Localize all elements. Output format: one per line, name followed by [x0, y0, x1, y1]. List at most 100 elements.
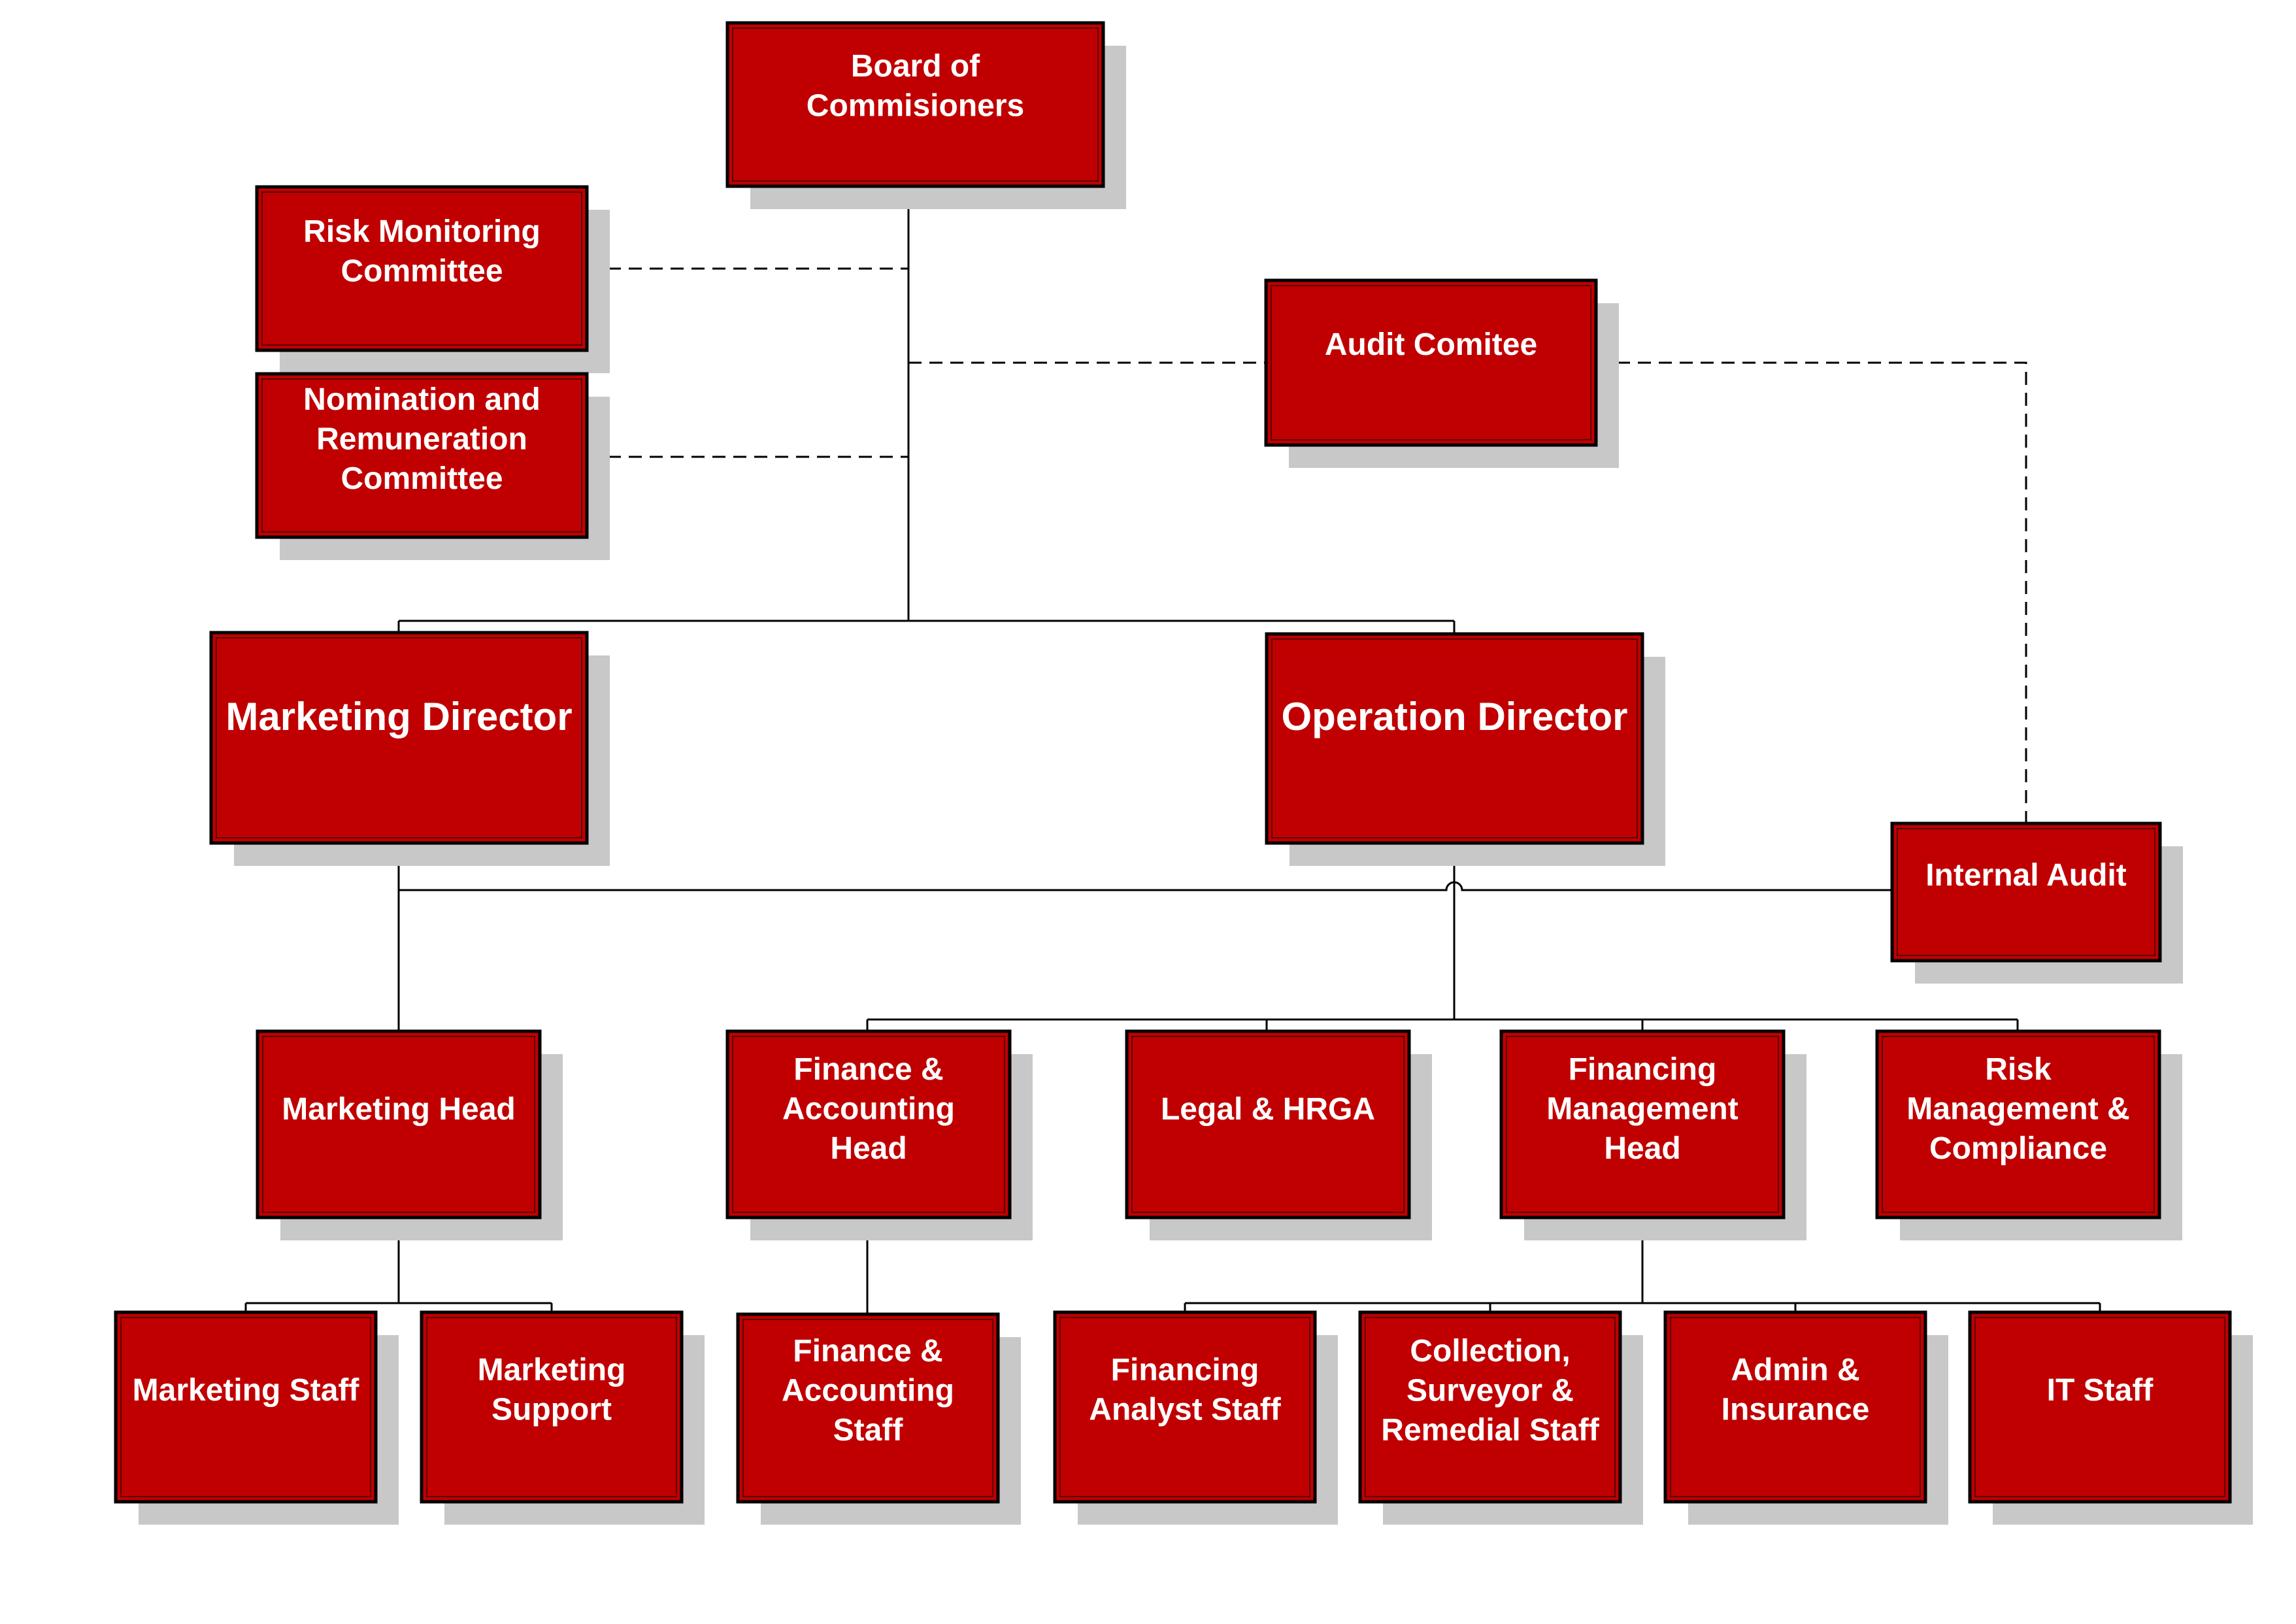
box-label-collection-staff: Collection, Surveyor & Remedial Staff — [1381, 1334, 1599, 1448]
box-rect — [1125, 1029, 1411, 1219]
box-label-line: Analyst Staff — [1089, 1392, 1281, 1427]
box-label-line: Nomination and — [303, 382, 541, 417]
box-label-line: IT Staff — [2047, 1373, 2154, 1408]
box-legal-hrga: Legal & HRGA — [1125, 1029, 1432, 1240]
box-label-line: Head — [1604, 1131, 1680, 1166]
box-collection-staff: Collection, Surveyor & Remedial Staff — [1358, 1310, 1643, 1525]
box-label-line: Remedial Staff — [1381, 1413, 1599, 1448]
box-rect — [1053, 1310, 1317, 1504]
box-inner-border — [261, 191, 582, 346]
box-label-line: Commisioners — [807, 88, 1024, 123]
box-label-line: Finance & — [793, 1052, 943, 1087]
box-label-marketing-head: Marketing Head — [282, 1092, 515, 1127]
box-label-line: Accounting — [782, 1091, 955, 1126]
box-rect — [1663, 1310, 1927, 1504]
box-operation-director: Operation Director — [1265, 632, 1665, 866]
box-rect — [725, 21, 1105, 188]
box-label-line: Finance & — [793, 1334, 942, 1368]
box-inner-border — [1271, 638, 1638, 838]
box-admin-insurance: Admin &Insurance — [1663, 1310, 1948, 1525]
box-inner-border — [1897, 828, 2155, 956]
box-label-line: Admin & — [1731, 1353, 1859, 1387]
box-rect — [1358, 1310, 1622, 1504]
box-label-line: Marketing — [478, 1353, 626, 1387]
box-label-line: Head — [830, 1131, 907, 1166]
box-label-internal-audit: Internal Audit — [1925, 858, 2127, 893]
box-rect — [1265, 632, 1644, 845]
box-marketing-director: Marketing Director — [209, 631, 610, 866]
box-inner-border — [1365, 1317, 1616, 1497]
box-label-line: Financing — [1111, 1353, 1259, 1387]
box-label-line: Marketing Staff — [133, 1373, 360, 1408]
box-inner-border — [1974, 1317, 2225, 1497]
box-label-admin-insurance: Admin &Insurance — [1722, 1353, 1870, 1427]
box-label-line: Committee — [341, 254, 503, 288]
box-label-line: Risk — [1985, 1052, 2052, 1087]
box-rect — [114, 1310, 378, 1504]
box-inner-border — [1131, 1036, 1405, 1213]
connector-heads-bar — [866, 1018, 2019, 1031]
box-label-line: Remuneration — [316, 422, 527, 456]
box-label-line: Board of — [851, 49, 980, 84]
box-inner-border — [426, 1317, 677, 1497]
box-it-staff: IT Staff — [1968, 1310, 2253, 1525]
box-audit-committee: Audit Comitee — [1264, 278, 1619, 468]
box-rect — [1875, 1029, 2161, 1219]
box-label-line: Support — [491, 1392, 612, 1427]
box-label-line: Compliance — [1929, 1131, 2107, 1166]
box-label-line: Risk Monitoring — [303, 214, 541, 249]
box-label-line: Legal & HRGA — [1161, 1092, 1375, 1127]
connector-marketing-staff — [244, 1218, 553, 1312]
box-label-line: Marketing Director — [225, 695, 572, 738]
box-label-line: Audit Comitee — [1325, 327, 1537, 362]
box-inner-border — [1882, 1036, 2155, 1213]
box-label-marketing-director: Marketing Director — [225, 695, 572, 738]
box-rect — [725, 1029, 1012, 1219]
box-inner-border — [1506, 1036, 1779, 1213]
box-label-audit-committee: Audit Comitee — [1325, 327, 1537, 362]
box-rect — [209, 631, 589, 845]
box-rect — [255, 185, 589, 352]
box-inner-border — [262, 1036, 535, 1213]
dashed-connector-lines — [587, 267, 2027, 823]
box-label-marketing-staff: Marketing Staff — [133, 1373, 360, 1408]
box-label-line: Surveyor & — [1406, 1373, 1574, 1408]
box-board: Board of Commisioners — [725, 21, 1126, 209]
dashed-audit-to-internal — [1596, 361, 2027, 823]
box-label-line: Committee — [341, 461, 503, 496]
box-label-line: Accounting — [782, 1373, 954, 1408]
box-rect — [1499, 1029, 1786, 1219]
box-inner-border — [742, 1319, 993, 1497]
box-inner-border — [261, 378, 582, 533]
box-marketing-staff: Marketing Staff — [114, 1310, 399, 1525]
box-inner-border — [216, 637, 582, 838]
box-rect — [1890, 821, 2162, 963]
box-label-line: Internal Audit — [1925, 858, 2127, 893]
box-inner-border — [1670, 1317, 1921, 1497]
box-label-board: Board of Commisioners — [807, 49, 1024, 123]
box-label-line: Financing — [1569, 1052, 1717, 1087]
box-rect — [420, 1310, 684, 1504]
box-label-line: Collection, — [1410, 1334, 1570, 1368]
box-label-line: Management & — [1906, 1091, 2129, 1126]
box-rect — [1264, 278, 1598, 447]
box-marketing-head: Marketing Head — [256, 1029, 563, 1240]
box-inner-border — [1059, 1317, 1310, 1497]
box-label-operation-director: Operation Director — [1281, 695, 1627, 738]
